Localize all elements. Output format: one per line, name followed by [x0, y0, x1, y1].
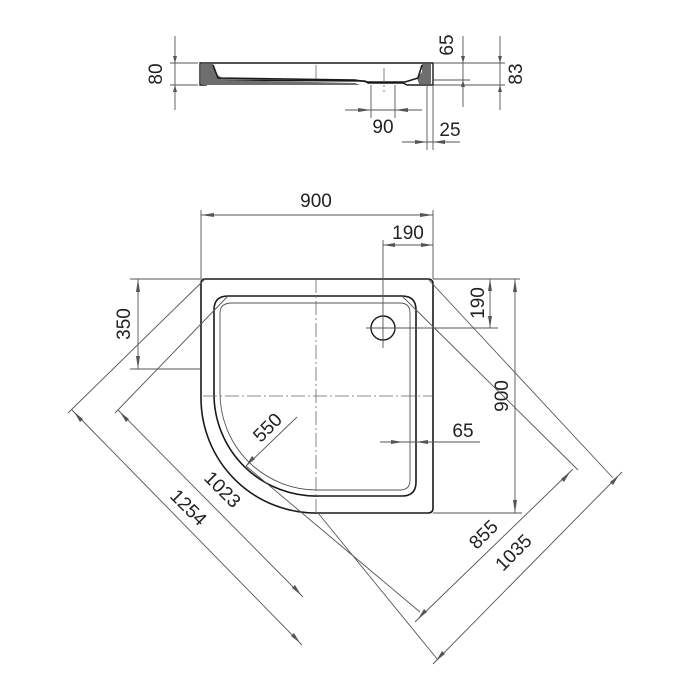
side-right-wall	[417, 64, 431, 84]
dim-height-80: 80	[146, 63, 167, 84]
dim-margin-65: 65	[452, 421, 473, 442]
dim-diagonal-1023: 1023	[200, 468, 245, 513]
inner-basin-inner-line	[219, 302, 411, 491]
dim-straight-350: 350	[114, 308, 135, 340]
dim-height-83: 83	[506, 63, 527, 84]
side-view: 80 65 83 90 25	[146, 34, 527, 150]
dim-diagonal-855: 855	[465, 516, 502, 553]
dim-rim-25: 25	[439, 120, 460, 141]
side-floor	[203, 74, 360, 85]
dim-diagonal-1035: 1035	[492, 531, 537, 576]
side-inner-line	[212, 64, 423, 83]
dim-width-900: 900	[300, 191, 332, 212]
dim-rim-65: 65	[437, 34, 458, 55]
dim-drain-x-190: 190	[392, 223, 424, 244]
dim-drain-y-190: 190	[468, 287, 489, 319]
dim-drain-90: 90	[372, 117, 393, 138]
dim-radius-550: 550	[249, 409, 286, 446]
dim-depth-900: 900	[492, 380, 513, 412]
dim-diagonal-1254: 1254	[166, 486, 211, 531]
top-view: 900 190 190 900 350 550 65	[67, 191, 623, 665]
